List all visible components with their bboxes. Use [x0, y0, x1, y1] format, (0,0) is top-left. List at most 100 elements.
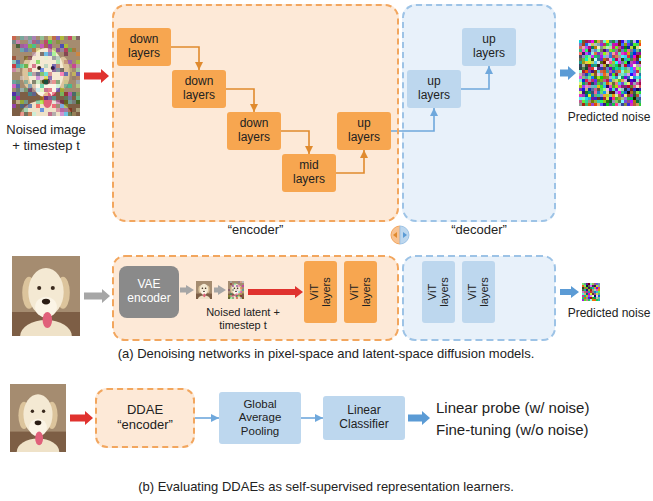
noise-pixel	[76, 72, 80, 76]
noise-pixel	[40, 96, 44, 100]
noise-pixel	[68, 108, 72, 112]
noise-pixel	[621, 49, 624, 52]
noise-pixel	[586, 283, 588, 285]
noise-pixel	[591, 70, 594, 73]
noise-pixel	[600, 67, 603, 70]
noise-pixel	[582, 70, 585, 73]
noise-pixel	[600, 49, 603, 52]
noise-pixel	[600, 40, 603, 43]
noise-pixel	[588, 293, 590, 295]
noise-pixel	[618, 40, 621, 43]
noise-pixel	[36, 80, 40, 84]
noise-pixel	[624, 85, 627, 88]
noise-pixel	[600, 79, 603, 82]
noise-pixel	[582, 285, 584, 287]
noise-pixel	[609, 49, 612, 52]
split-icon-arrow	[403, 232, 407, 238]
noise-pixel	[48, 80, 52, 84]
noise-pixel	[639, 76, 641, 79]
noise-pixel	[582, 293, 584, 295]
noise-pixel	[230, 281, 232, 283]
noise-pixel	[230, 297, 232, 299]
noise-pixel	[600, 58, 603, 61]
noise-pixel	[596, 297, 598, 299]
box-label: up layers	[340, 117, 388, 145]
noise-pixel	[236, 285, 238, 287]
latent-noise	[228, 281, 244, 299]
noise-pixel	[585, 58, 588, 61]
noise-pixel	[630, 79, 633, 82]
noise-pixel	[615, 58, 618, 61]
dog-nose	[35, 420, 42, 425]
noise-pixel	[600, 85, 603, 88]
noise-pixel	[582, 100, 585, 103]
noise-pixel	[624, 64, 627, 67]
noise-pixel	[594, 94, 597, 97]
noise-pixel	[32, 92, 36, 96]
dog-photo	[12, 256, 80, 336]
noise-pixel	[615, 64, 618, 67]
noise-pixel	[621, 85, 624, 88]
noise-pixel	[582, 67, 585, 70]
noise-pixel	[16, 64, 20, 68]
noise-pixel	[24, 44, 28, 48]
noise-pixel	[24, 56, 28, 60]
noise-pixel	[603, 88, 606, 91]
dog-eye	[234, 287, 236, 289]
noise-pixel	[615, 46, 618, 49]
noise-pixel	[603, 43, 606, 46]
noise-pixel	[606, 64, 609, 67]
noise-pixel	[582, 283, 584, 285]
noise-pixel	[627, 55, 630, 58]
photo-background	[228, 281, 244, 299]
noise-pixel	[633, 49, 636, 52]
box-label: down layers	[230, 117, 278, 145]
noise-pixel	[16, 40, 20, 44]
noise-pixel	[579, 64, 582, 67]
noise-pixel	[636, 49, 639, 52]
noise-pixel	[590, 291, 592, 293]
noise-pixel	[636, 103, 639, 106]
noise-pixel	[612, 70, 615, 73]
dog-photo	[228, 281, 244, 299]
noise-pixel	[16, 84, 20, 88]
noise-pixel	[594, 43, 597, 46]
noise-pixel	[597, 91, 600, 94]
noise-pixel	[68, 48, 72, 52]
noise-pixel	[636, 64, 639, 67]
noise-pixel	[606, 73, 609, 76]
noise-pixel	[621, 97, 624, 100]
noise-pixel	[76, 64, 80, 68]
noise-pixel	[639, 40, 641, 43]
noise-pixel	[579, 94, 582, 97]
noise-pixel	[584, 295, 586, 297]
noise-pixel	[621, 52, 624, 55]
noise-pixel	[591, 58, 594, 61]
noise-pixel	[24, 112, 28, 116]
noise-pixel	[609, 100, 612, 103]
noise-pixel	[621, 46, 624, 49]
noise-pixel	[597, 67, 600, 70]
noise-pixel	[36, 40, 40, 44]
noise-pixel	[609, 76, 612, 79]
noise-pixel	[591, 43, 594, 46]
noise-pixel	[597, 73, 600, 76]
noise-pixel	[633, 97, 636, 100]
box-label: down layers	[175, 75, 223, 103]
noise-pixel	[588, 88, 591, 91]
noise-pixel	[20, 48, 24, 52]
noise-pixel	[591, 103, 594, 106]
noise-pixel	[618, 73, 621, 76]
noise-pixel	[630, 67, 633, 70]
noise-pixel	[585, 40, 588, 43]
noise-pixel	[639, 58, 641, 61]
noise-pixel	[592, 295, 594, 297]
noise-pixel	[603, 82, 606, 85]
noise-pixel	[639, 73, 641, 76]
noise-pixel	[236, 295, 238, 297]
noise-pixel	[40, 108, 44, 112]
noise-pixel	[596, 293, 598, 295]
noise-pixel	[596, 289, 598, 291]
photo-background	[10, 384, 66, 452]
latent-decoder-region	[403, 256, 555, 340]
